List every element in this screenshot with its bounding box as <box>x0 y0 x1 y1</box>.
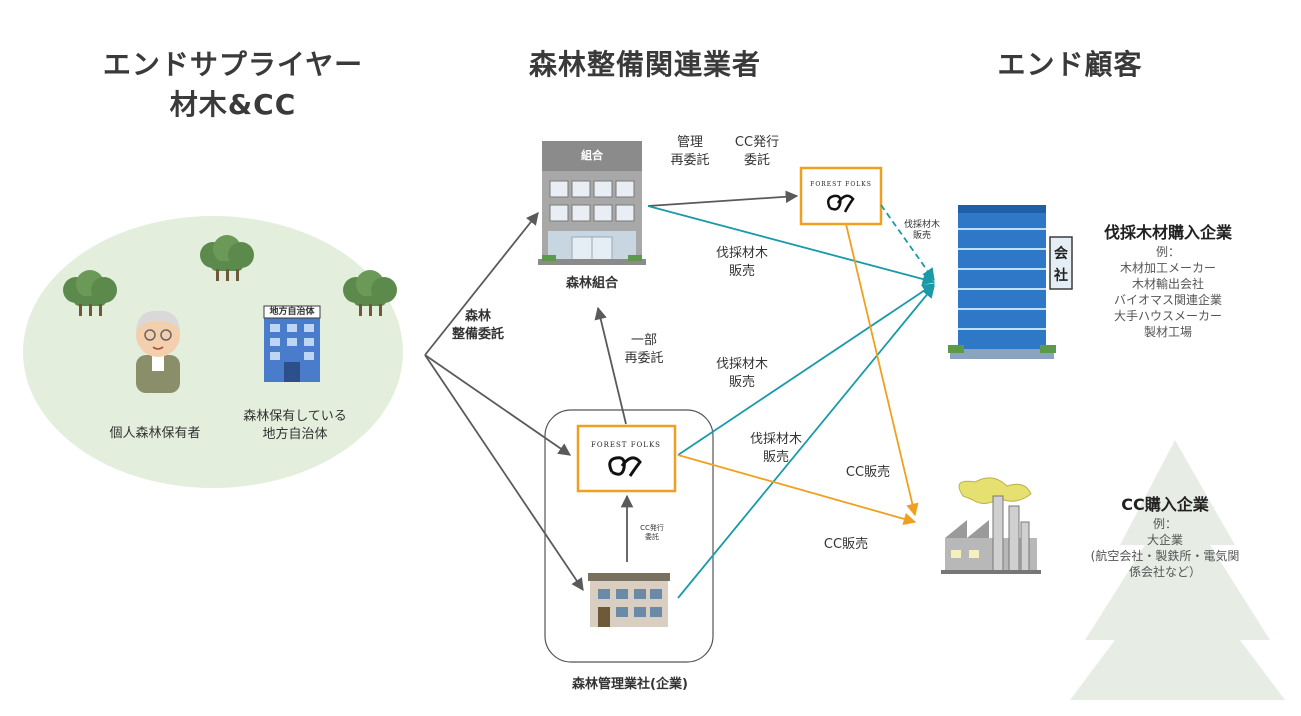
partial-subcontract-line2: 再委託 <box>624 351 664 366</box>
timber-buyer-example: 木材加工メーカー <box>1119 261 1216 275</box>
timber-sale-b-line2: 販売 <box>728 375 755 390</box>
small-cc-issue-line1: CC発行 <box>640 524 664 532</box>
municipality-label-line1: 森林保有している <box>243 409 347 424</box>
cc-buyer-title: CC購入企業 <box>1121 495 1209 514</box>
company-sign-char-2: 社 <box>1053 267 1068 284</box>
timber-buyer-example: 大手ハウスメーカー <box>1113 309 1222 323</box>
header-end-customers: エンド顧客 <box>997 48 1143 81</box>
forest-tree-icon <box>343 270 397 316</box>
supplier-area <box>23 216 403 488</box>
cooperative-building-icon <box>538 141 646 265</box>
forest-maintenance-line1: 森林 <box>464 309 491 324</box>
forest-folks-logo-small: FOREST FOLKS <box>799 166 883 226</box>
timber-sale-c-line1: 伐採材木 <box>749 432 802 447</box>
timber-buyer-example: 製材工場 <box>1143 325 1192 339</box>
timber-sale-a-line2: 販売 <box>728 264 755 279</box>
header-forestry-contractors: 森林整備関連業者 <box>528 48 761 81</box>
header-suppliers-line1: エンドサプライヤー <box>102 48 364 81</box>
svg-text:FOREST FOLKS: FOREST FOLKS <box>591 441 661 449</box>
dark-flow-arrows <box>424 190 799 592</box>
small-cc-issue-line2: 委託 <box>645 533 659 541</box>
cooperative-label: 森林組合 <box>565 276 618 291</box>
timber-sale-b-line1: 伐採材木 <box>715 357 768 372</box>
elderly-owner-icon <box>136 310 180 393</box>
timber-buyer-examples-label: 例： <box>1155 245 1180 259</box>
cooperative-sign: 組合 <box>581 149 603 162</box>
management-subcontract-label: 管理 再委託 <box>660 134 720 170</box>
timber-sale-label-a: 伐採材木 販売 <box>700 245 784 281</box>
header-suppliers: エンドサプライヤー 材木&CC <box>70 45 396 125</box>
forest-folks-logo-main: FOREST FOLKS <box>576 424 677 493</box>
small-timber-sale-label: 伐採材木 販売 <box>894 220 950 242</box>
orange-flow-arrows <box>677 223 919 525</box>
cc-buyer-example: 大企業 <box>1146 533 1183 547</box>
individual-owner-label: 個人森林保有者 <box>109 426 201 441</box>
municipality-label: 森林保有している 地方自治体 <box>215 408 375 444</box>
timber-sale-c-line2: 販売 <box>762 450 789 465</box>
municipality-label-line2: 地方自治体 <box>262 427 328 442</box>
management-company-group <box>544 409 714 663</box>
background-tree-icon <box>1070 440 1285 700</box>
timber-buyer-block: 伐採木材購入企業 例： 木材加工メーカー 木材輸出会社 バイオマス関連企業 大手… <box>1078 222 1258 340</box>
forest-tree-icon <box>63 270 117 316</box>
management-company-label: 森林管理業社(企業) <box>572 677 688 692</box>
timber-sale-label-c: 伐採材木 販売 <box>734 431 818 467</box>
forest-maintenance-label: 森林 整備委託 <box>440 308 516 344</box>
timber-buyer-building-icon <box>948 205 1073 359</box>
small-cc-issue-label: CC発行 委託 <box>632 524 672 542</box>
cc-buyer-example: 係会社など） <box>1128 565 1201 579</box>
cc-buyer-examples-label: 例： <box>1152 517 1177 531</box>
cc-buyer-block: CC購入企業 例： 大企業 (航空会社・製鉄所・電気関 係会社など） <box>1075 494 1255 580</box>
management-company-building-icon <box>588 573 670 627</box>
management-subcontract-line1: 管理 <box>676 135 703 150</box>
factory-icon <box>941 477 1041 574</box>
timber-buyer-title: 伐採木材購入企業 <box>1103 223 1232 242</box>
forest-maintenance-line2: 整備委託 <box>451 327 504 342</box>
management-subcontract-line2: 再委託 <box>670 153 710 168</box>
cc-sale-label-1: CC販売 <box>845 465 891 480</box>
municipality-building-icon <box>263 305 321 382</box>
municipality-sign: 地方自治体 <box>269 307 315 317</box>
company-sign-char-1: 会 <box>1054 245 1069 262</box>
timber-buyer-example: 木材輸出会社 <box>1131 277 1204 291</box>
teal-flow-arrows <box>647 204 936 599</box>
partial-subcontract-label: 一部 再委託 <box>606 332 682 368</box>
cc-sale-label-2: CC販売 <box>823 537 869 552</box>
header-suppliers-line2: 材木&CC <box>169 88 297 121</box>
cc-issue-line2: 委託 <box>743 153 770 168</box>
timber-buyer-example: バイオマス関連企業 <box>1113 293 1222 307</box>
forest-tree-icon <box>200 235 254 281</box>
cc-buyer-example: (航空会社・製鉄所・電気関 <box>1090 549 1240 563</box>
timber-sale-label-b: 伐採材木 販売 <box>700 356 784 392</box>
timber-sale-a-line1: 伐採材木 <box>715 246 768 261</box>
cc-issue-label: CC発行 委託 <box>722 134 792 170</box>
small-timber-sale-line2: 販売 <box>912 231 931 241</box>
svg-text:FOREST FOLKS: FOREST FOLKS <box>810 181 872 188</box>
partial-subcontract-line1: 一部 <box>630 333 657 348</box>
cc-issue-line1: CC発行 <box>734 135 780 150</box>
small-timber-sale-line1: 伐採材木 <box>903 220 940 230</box>
